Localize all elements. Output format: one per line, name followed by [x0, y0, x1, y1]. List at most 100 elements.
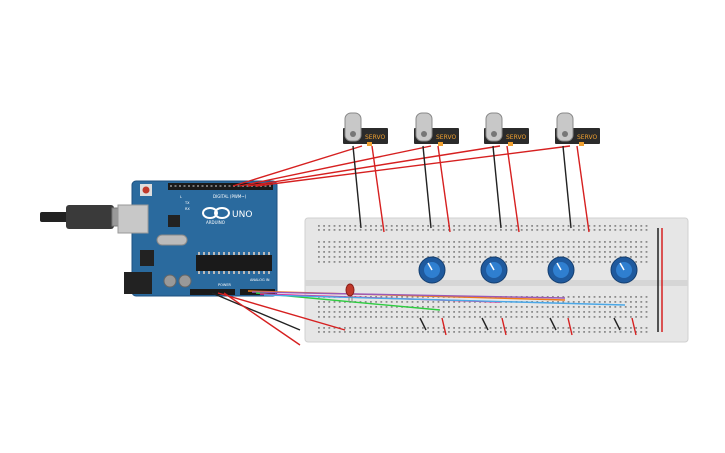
breadboard-hole: [364, 331, 367, 333]
arduino-uno-board[interactable]: DIGITAL (PWM~) TX RX L ARDUINO UNO POWER…: [117, 180, 278, 297]
breadboard-hole: [546, 296, 549, 298]
breadboard-hole: [380, 301, 383, 303]
breadboard-hole: [552, 316, 554, 318]
chip-pin: [208, 252, 210, 255]
breadboard-hole: [442, 301, 445, 303]
breadboard-hole: [598, 251, 601, 253]
breadboard-hole: [416, 225, 419, 227]
breadboard-hole: [406, 261, 409, 263]
servo-horn: [415, 112, 433, 142]
servo-ground-wire: [492, 145, 502, 229]
chip-pin: [238, 271, 240, 274]
chip-pin: [268, 271, 270, 274]
red-led[interactable]: [345, 283, 355, 302]
breadboard-hole: [541, 316, 544, 318]
breadboard-hole: [624, 251, 627, 253]
breadboard-hole: [427, 229, 429, 231]
servo-label: SERVO: [577, 134, 597, 141]
potentiometer-1[interactable]: [418, 256, 446, 284]
breadboard-hole: [531, 316, 533, 318]
breadboard-hole: [635, 331, 637, 333]
breadboard-hole: [432, 246, 435, 248]
breadboard-hole: [546, 311, 549, 313]
breadboard-hole: [505, 306, 507, 308]
breadboard-hole: [401, 246, 403, 248]
potentiometer-4[interactable]: [610, 256, 638, 284]
breadboard-hole: [344, 316, 346, 318]
breadboard-hole: [552, 251, 554, 253]
arduino-brand: ARDUINO: [206, 220, 225, 225]
servo-motor-2[interactable]: SERVO: [414, 112, 459, 146]
breadboard-hole: [349, 331, 351, 333]
breadboard-hole: [494, 306, 497, 308]
chip-pin: [213, 271, 215, 274]
breadboard-hole: [526, 316, 528, 318]
breadboard-hole: [370, 241, 372, 243]
reset-button[interactable]: [142, 186, 150, 194]
breadboard-hole: [442, 256, 445, 258]
breadboard-hole: [370, 251, 372, 253]
breadboard-hole: [359, 229, 362, 231]
breadboard-hole: [422, 301, 424, 303]
breadboard-hole: [448, 316, 450, 318]
breadboard-hole: [640, 241, 643, 243]
breadboard-hole: [572, 316, 575, 318]
breadboard-hole: [474, 225, 476, 227]
potentiometer-indicator: [556, 262, 562, 271]
breadboard-hole: [406, 246, 409, 248]
breadboard-hole: [609, 327, 611, 329]
breadboard-hole: [536, 311, 539, 313]
breadboard-hole: [526, 246, 528, 248]
breadboard-hole: [364, 327, 367, 329]
breadboard-hole: [442, 331, 445, 333]
breadboard-hole: [323, 306, 325, 308]
servo-motor-1[interactable]: SERVO: [343, 112, 388, 146]
breadboard-hole: [375, 311, 377, 313]
breadboard-hole: [619, 256, 622, 258]
breadboard-hole: [458, 327, 461, 329]
breadboard-hole: [526, 331, 528, 333]
breadboard-hole: [588, 306, 591, 308]
breadboard-hole: [344, 251, 346, 253]
breadboard-hole: [406, 225, 409, 227]
breadboard-hole: [401, 331, 403, 333]
breadboard-hole: [359, 251, 362, 253]
breadboard-hole: [411, 301, 414, 303]
chip-pin: [218, 271, 220, 274]
breadboard-hole: [546, 229, 549, 231]
breadboard-hole: [468, 301, 471, 303]
breadboard-hole: [468, 246, 471, 248]
breadboard-hole: [380, 256, 383, 258]
breadboard-hole: [614, 327, 617, 329]
breadboard-hole: [593, 225, 596, 227]
potentiometer-3[interactable]: [547, 256, 575, 284]
pot-power-wire: [567, 317, 573, 336]
breadboard-hole: [432, 331, 435, 333]
potentiometer-2[interactable]: [480, 256, 508, 284]
breadboard-hole: [531, 251, 533, 253]
breadboard-hole: [385, 251, 388, 253]
breadboard-hole: [572, 251, 575, 253]
breadboard-hole: [359, 241, 362, 243]
breadboard-hole: [479, 225, 481, 227]
breadboard-hole: [401, 251, 403, 253]
breadboard-hole: [588, 316, 591, 318]
breadboard-hole: [427, 311, 429, 313]
breadboard-hole: [552, 225, 554, 227]
breadboard-hole: [453, 311, 455, 313]
breadboard-hole: [567, 229, 570, 231]
breadboard-hole: [583, 301, 585, 303]
breadboard-hole: [479, 229, 481, 231]
breadboard-hole: [572, 301, 575, 303]
breadboard-hole: [536, 327, 539, 329]
breadboard-hole: [411, 241, 414, 243]
servo-motor-4[interactable]: SERVO: [555, 112, 600, 146]
breadboard-hole: [396, 316, 398, 318]
breadboard-hole: [557, 327, 559, 329]
servo-motor-3[interactable]: SERVO: [484, 112, 529, 146]
servo-shaft: [350, 131, 356, 137]
breadboard-hole: [635, 301, 637, 303]
breadboard-hole: [635, 306, 637, 308]
breadboard-hole: [344, 311, 346, 313]
breadboard-hole: [645, 241, 648, 243]
